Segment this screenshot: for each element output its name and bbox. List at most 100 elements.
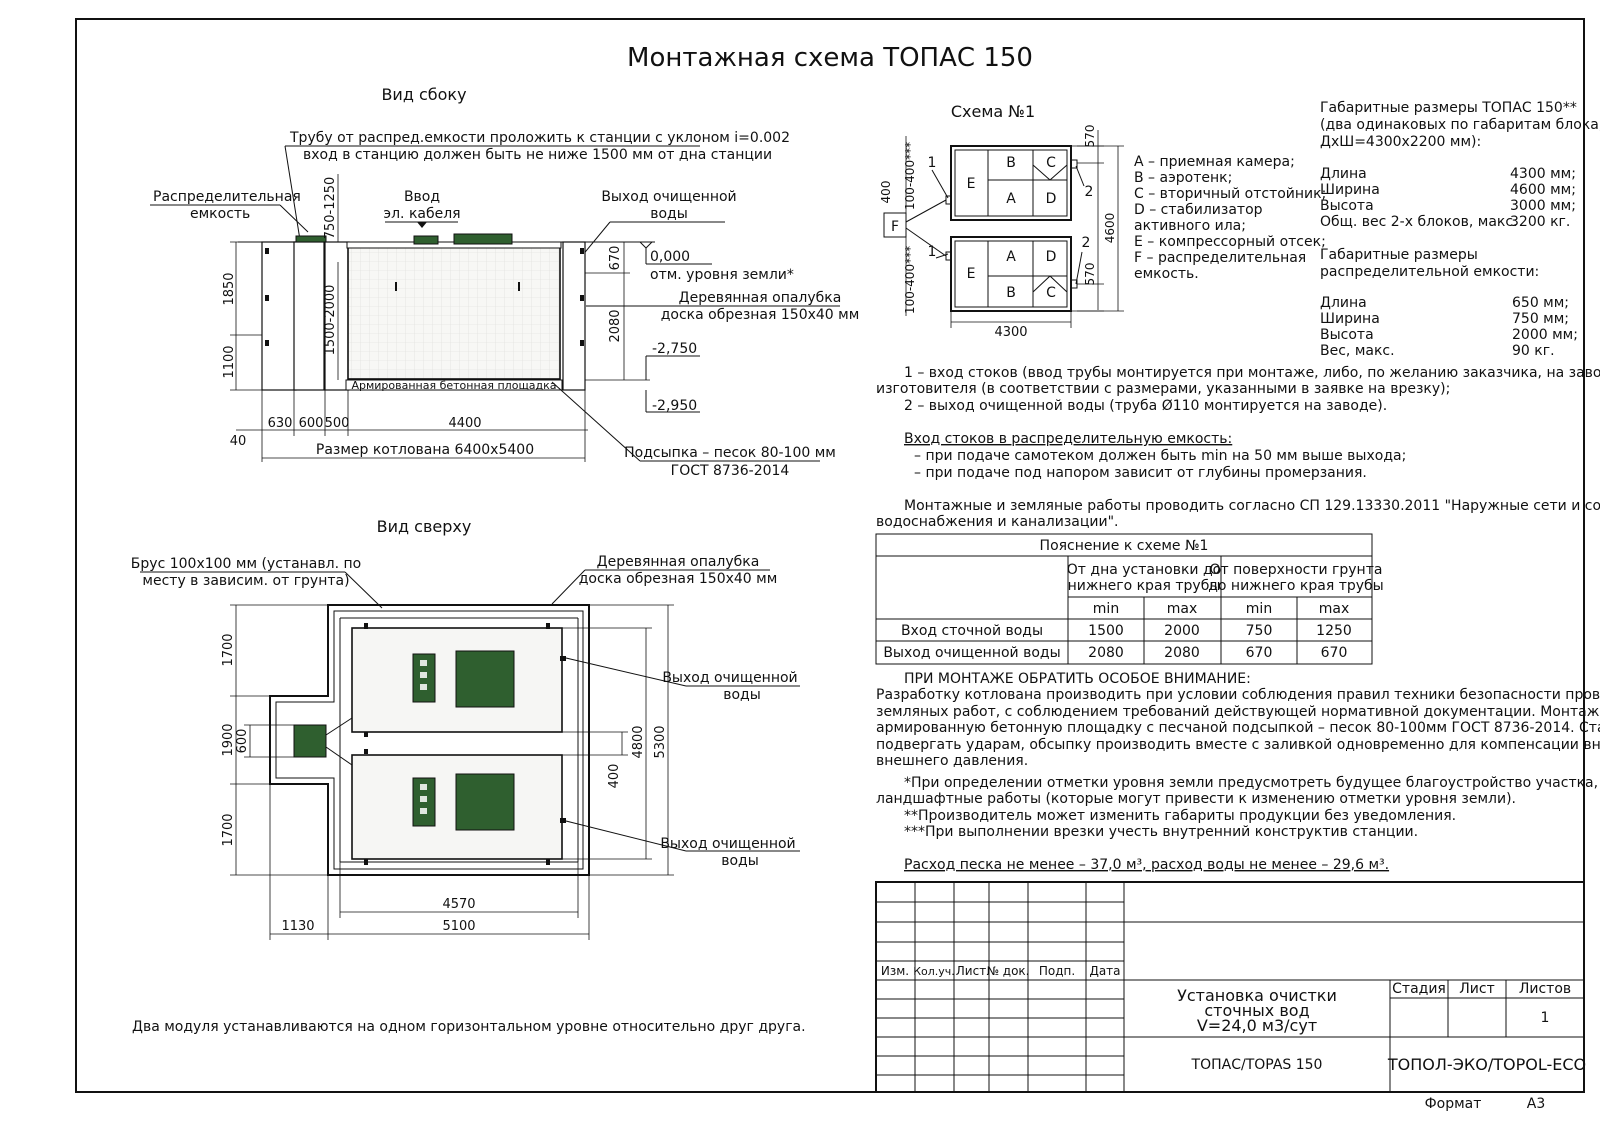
legend-7: емкость. (1134, 266, 1199, 282)
dist-row-1-val: 750 мм; (1512, 311, 1569, 327)
size-row-0-val: 4300 мм; (1510, 166, 1576, 182)
scheme-n2-top: 2 (1085, 184, 1094, 200)
sizes-title-3: ДхШ=4300х2200 мм): (1320, 134, 1481, 150)
dist-row-2-val: 2000 мм; (1512, 327, 1578, 343)
table-min-2: min (1246, 601, 1272, 617)
stamp-list: Лист (956, 964, 986, 978)
scheme-dim-4600: 4600 (1103, 213, 1117, 244)
dist-title-1: Габаритные размеры (1320, 247, 1478, 263)
table-col2-2: до нижнего края трубы (1208, 578, 1384, 594)
table-row-0-v3: 750 (1246, 623, 1273, 639)
dim-1100: 1100 (222, 345, 237, 378)
sand-label-1: Подсыпка – песок 80-100 мм (624, 445, 836, 461)
scheme-table: Пояснение к схеме №1 От дна установки до… (875, 533, 1384, 665)
dim-1850: 1850 (222, 272, 237, 305)
table-row-1-v3: 670 (1246, 645, 1273, 661)
top-view-header: Вид сверху (377, 517, 472, 536)
footnote-3: ***При выполнении врезки учесть внутренн… (904, 824, 1418, 840)
sheet-frame (75, 18, 1585, 1093)
top-dim-1700a: 1700 (221, 633, 236, 666)
format-label: Формат (1425, 1096, 1482, 1112)
note-2: 2 – выход очищенной воды (труба Ø110 мон… (904, 398, 1387, 414)
level-2750: -2,750 (652, 341, 697, 357)
scheme-header: Схема №1 (951, 102, 1035, 121)
outlet-label-1: Выход очищенной (601, 189, 736, 205)
sand-label-2: ГОСТ 8736-2014 (671, 463, 790, 479)
level-2950: -2,950 (652, 398, 697, 414)
dist-inlet-title: Вход стоков в распределительную емкость: (904, 431, 1232, 447)
footnote-1a: *При определении отметки уровня земли пр… (904, 775, 1600, 791)
stamp-kol: Кол.уч. (913, 965, 955, 978)
scheme-f: F (891, 219, 899, 235)
top-formwork-2: доска обрезная 150х40 мм (579, 571, 778, 587)
dim-600: 600 (299, 416, 324, 431)
formwork-label-2: доска обрезная 150х40 мм (661, 307, 860, 323)
stamp-listov: Листов (1519, 981, 1571, 997)
stamp-list2: Лист (1459, 981, 1494, 997)
table-col2-1: От поверхности грунта (1210, 562, 1383, 578)
top-dim-4800: 4800 (631, 725, 646, 758)
legend-1: B – аэротенк; (1134, 170, 1232, 186)
cable-label-1: Ввод (404, 189, 440, 205)
table-col1-1: От дна установки до (1067, 562, 1221, 578)
side-view: Вид сбоку Трубу от распред.емкости проло… (150, 85, 859, 479)
size-row-0-key: Длина (1320, 166, 1367, 182)
format-value: А3 (1527, 1096, 1545, 1112)
top-dim-1900: 1900 (221, 723, 236, 756)
size-row-2-val: 3000 мм; (1510, 198, 1576, 214)
dim-500: 500 (325, 416, 350, 431)
stamp-company: ТОПОЛ-ЭКО/TOPOL-ECO (1387, 1055, 1586, 1074)
table-row-1-v1: 2080 (1088, 645, 1124, 661)
top-dim-600: 600 (235, 729, 250, 754)
stamp-listov-val: 1 (1541, 1010, 1550, 1026)
scheme-dim-570b: 570 (1083, 263, 1097, 286)
top-outlet-1b: воды (723, 687, 761, 703)
scheme-n1-top: 1 (928, 155, 937, 171)
bottom-note: Два модуля устанавливаются на одном гори… (132, 1019, 806, 1035)
legend-3: D – стабилизатор (1134, 202, 1263, 218)
slab-label: Армированная бетонная площадка (351, 379, 556, 392)
dist-row-2-key: Высота (1320, 327, 1374, 343)
dim-40: 40 (230, 434, 247, 449)
size-row-3-val: 3200 кг. (1510, 214, 1570, 230)
scheme-dim-100b: 100-400*** (903, 246, 917, 314)
sizes-block: Габаритные размеры ТОПАС 150** (два один… (1320, 100, 1600, 359)
top-outlet-2b: воды (721, 853, 759, 869)
pipe-note-1: Трубу от распред.емкости проложить к ста… (289, 130, 790, 146)
legend-2: C – вторичный отстойник; (1134, 186, 1326, 202)
legend-4: активного ила; (1134, 218, 1246, 234)
pipe-note-2: вход в станцию должен быть не ниже 1500 … (303, 147, 772, 163)
top-view: Вид сверху Брус 100х100 мм (устанавл. по… (131, 517, 800, 940)
stamp-name-2: сточных вод (1204, 1001, 1309, 1020)
cable-label-2: эл. кабеля (383, 206, 460, 222)
scheme-dim-400: 400 (879, 181, 893, 204)
scheme-a-bottom: A (1006, 249, 1016, 265)
table-max-2: max (1319, 601, 1350, 617)
attention-line-4: внешнего давления. (876, 753, 1028, 769)
size-row-1-key: Ширина (1320, 182, 1380, 198)
top-dim-5300: 5300 (653, 725, 668, 758)
size-row-2-key: Высота (1320, 198, 1374, 214)
scheme-c-bottom: C (1046, 285, 1056, 301)
dim-750-1250: 750-1250 (323, 177, 338, 240)
scheme-1: Схема №1 E B C A D E A D B C F (879, 102, 1326, 340)
scheme-dim-100a: 100-400*** (903, 142, 917, 210)
stamp-name-3: V=24,0 м3/сут (1197, 1016, 1317, 1035)
table-row-0-v1: 1500 (1088, 623, 1124, 639)
scheme-d-bottom: D (1046, 249, 1057, 265)
dist-row-3-val: 90 кг. (1512, 343, 1555, 359)
attention-block: ПРИ МОНТАЖЕ ОБРАТИТЬ ОСОБОЕ ВНИМАНИЕ: Ра… (876, 671, 1600, 873)
level-zero-note: отм. уровня земли* (650, 267, 794, 283)
footnote-2: **Производитель может изменить габариты … (904, 808, 1456, 824)
dist-inlet-1: – при подаче самотеком должен быть min н… (914, 448, 1406, 464)
dist-row-1-key: Ширина (1320, 311, 1380, 327)
scheme-dim-4300: 4300 (994, 325, 1027, 340)
dim-1500-2000: 1500-2000 (323, 285, 338, 356)
attention-line-1: земляных работ, с соблюдением требований… (876, 704, 1600, 720)
side-view-header: Вид сбоку (381, 85, 466, 104)
top-outlet-2a: Выход очищенной (660, 836, 795, 852)
scheme-c-top: C (1046, 155, 1056, 171)
dist-title-2: распределительной емкости: (1320, 264, 1539, 280)
table-title: Пояснение к схеме №1 (1040, 538, 1209, 554)
